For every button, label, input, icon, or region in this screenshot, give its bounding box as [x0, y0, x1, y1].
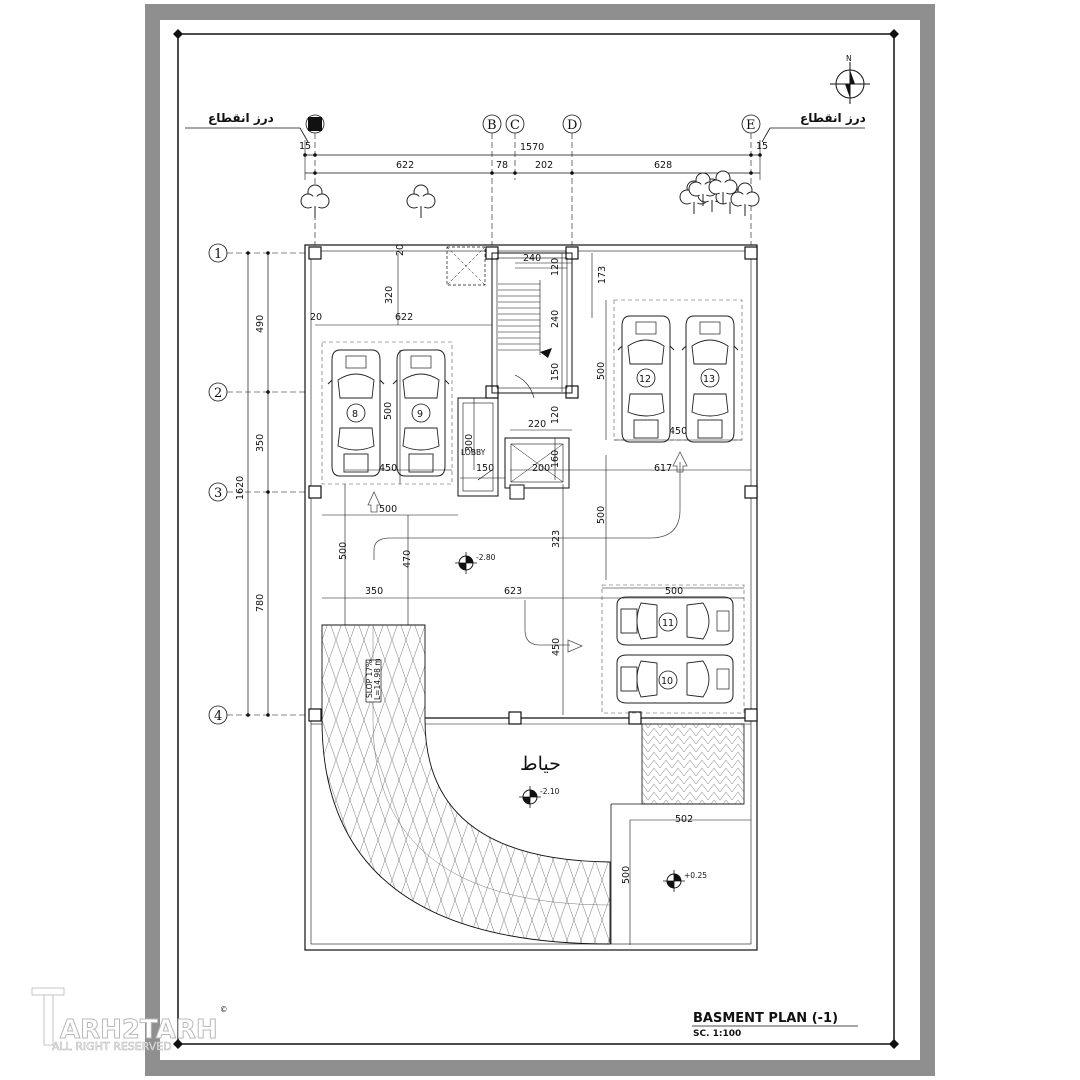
level-parking: -2.80 [476, 553, 496, 562]
interior-dimension-lines [315, 253, 751, 945]
dim-interior: 120 [550, 258, 561, 276]
dim-interior: 470 [402, 550, 413, 568]
dim-interior: 622 [395, 312, 413, 323]
interior-dimension-texts: 20 320 20 622 240 120 240 173 150 500 50… [310, 244, 693, 825]
dim-top-span: 78 [496, 160, 508, 171]
parking-space-number: 9 [417, 409, 423, 420]
drawing-scale: SC. 1:100 [693, 1029, 741, 1039]
top-dimensions: 15 15 1570 622 78 202 628 [299, 140, 768, 180]
expansion-joint-label-left: درز انقطاع [208, 111, 274, 125]
dim-interior: 120 [550, 406, 561, 424]
left-dimensions: 1620 490 350 780 [235, 251, 270, 717]
grid-bubble-row: 4 [214, 709, 222, 724]
lobby-label: LOBBY [461, 448, 486, 457]
dim-interior: 20 [310, 312, 322, 323]
dim-interior: 500 [338, 542, 349, 560]
ramp-length: L=14.98 m [373, 658, 382, 700]
dim-interior: 502 [675, 814, 693, 825]
dim-interior: 323 [551, 530, 562, 548]
dim-interior: 500 [379, 504, 397, 515]
dim-interior: 623 [504, 586, 522, 597]
dim-interior: 500 [383, 402, 394, 420]
dim-interior: 350 [365, 586, 383, 597]
level-entrance: +0.25 [684, 871, 707, 880]
dim-interior: 20 [395, 244, 406, 256]
dim-interior: 450 [379, 463, 397, 474]
yard-label: حیاط [520, 753, 561, 775]
dim-interior: 200 [532, 463, 550, 474]
dim-interior: 450 [551, 638, 562, 656]
dim-interior: 150 [550, 363, 561, 381]
level-markers: -2.80 -2.10 +0.25 [454, 551, 707, 893]
grid-bubble-col: D [567, 118, 577, 133]
drawing-title: BASMENT PLAN (-1) [693, 1011, 838, 1026]
curved-ramp: SLOP 17% L=14.98 m [321, 624, 611, 945]
dim-top-span: 628 [654, 160, 672, 171]
dim-interior: 500 [596, 362, 607, 380]
dim-total-width: 1570 [520, 142, 544, 153]
dim-interior: 300 [464, 434, 475, 452]
dim-interior: 450 [669, 426, 687, 437]
drawing-border [177, 33, 895, 1045]
dim-interior: 500 [596, 506, 607, 524]
border-corner-markers [173, 29, 899, 1049]
grid-bubble-col: E [746, 118, 756, 133]
light-shaft [446, 246, 486, 286]
dim-interior: 500 [665, 586, 683, 597]
dim-joint-left: 15 [299, 141, 311, 152]
parking-space-numbers: 8 9 10 11 12 13 [346, 368, 720, 690]
dim-entrance-500: 500 [621, 866, 632, 884]
parking-space-number: 11 [662, 618, 674, 629]
parking-space-number: 12 [639, 374, 651, 385]
ramp-slope: SLOP 17% [365, 660, 374, 698]
dim-total-height: 1620 [235, 476, 246, 500]
grid-bubble-solid [308, 117, 322, 131]
dim-top-span: 202 [535, 160, 553, 171]
north-label: N [846, 54, 852, 63]
grid-bubble-row: 2 [214, 386, 222, 401]
entrance-steps [610, 723, 745, 944]
dim-interior: 240 [550, 310, 561, 328]
dim-joint-right: 15 [756, 141, 768, 152]
brand-logo: ARH2TARH ALL RIGHT RESERVED © [31, 987, 228, 1053]
dim-interior: 617 [654, 463, 672, 474]
copyright-icon: © [220, 1005, 228, 1014]
expansion-joint-label-right: درز انقطاع [800, 111, 866, 125]
dim-interior: 150 [476, 463, 494, 474]
dim-interior: 173 [597, 266, 608, 284]
brand-logo-tagline: ALL RIGHT RESERVED [52, 1040, 172, 1053]
parking-space-number: 8 [352, 409, 358, 420]
parking-space-number: 13 [703, 374, 715, 385]
stair-core: LOBBY [457, 252, 573, 500]
grid-bubble-col: B [487, 118, 497, 133]
dim-interior: 240 [523, 253, 541, 264]
dim-top-span: 622 [396, 160, 414, 171]
grid-bubble-row: 3 [214, 486, 222, 501]
dim-interior: 220 [528, 419, 546, 430]
level-yard: -2.10 [540, 787, 560, 796]
building-walls [304, 244, 758, 951]
grid-bubble-col: C [510, 118, 520, 133]
traffic-arrows [367, 451, 688, 653]
dim-left-span: 780 [255, 594, 266, 612]
dim-interior: 160 [550, 450, 561, 468]
dim-interior: 320 [384, 286, 395, 304]
parking-space-number: 10 [661, 676, 673, 687]
grid-row-bubbles: 1 2 3 4 [208, 243, 305, 725]
dim-left-span: 350 [255, 434, 266, 452]
brand-logo-text: ARH2TARH [60, 1015, 218, 1045]
dim-left-span: 490 [255, 315, 266, 333]
grid-bubble-row: 1 [214, 247, 222, 262]
north-arrow-icon: N [830, 54, 870, 104]
